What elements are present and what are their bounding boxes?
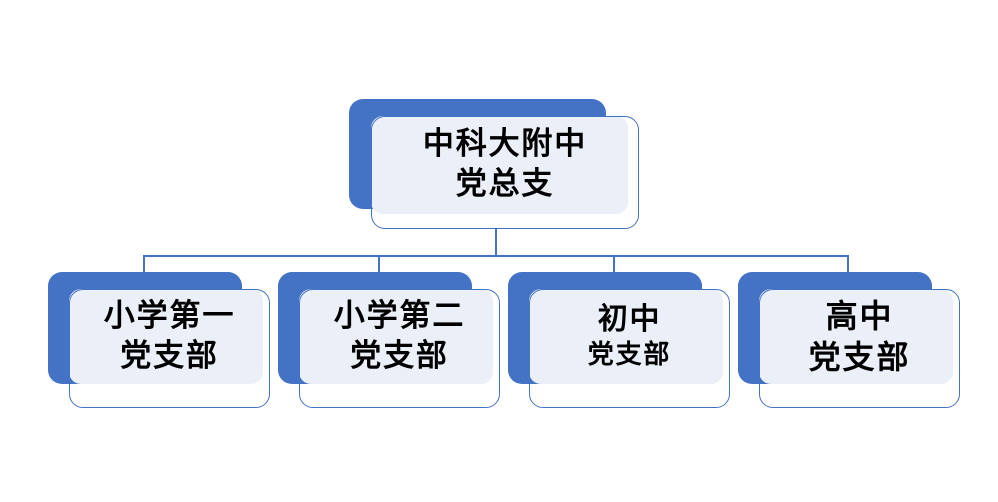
connector-drop-child-4 [847,255,849,273]
org-node-child-1-line2: 党支部 [120,337,219,374]
connector-drop-child-1 [143,255,145,273]
org-node-root[interactable]: 中科大附中 党总支 [349,99,639,229]
org-node-root-line1: 中科大附中 [422,126,588,163]
org-node-child-1-label: 小学第一 党支部 [69,289,270,384]
org-node-child-4-line1: 高中 [825,296,894,335]
org-node-child-4-line2: 党支部 [808,337,911,376]
org-node-child-2[interactable]: 小学第二 党支部 [278,272,500,412]
node-card-layer [69,289,270,408]
node-card-layer [759,289,960,408]
node-card-layer [529,289,730,408]
org-node-child-4-label: 高中 党支部 [759,289,960,384]
node-card-layer [299,289,500,408]
connector-root-stem [495,228,497,256]
org-node-root-label: 中科大附中 党总支 [371,116,639,214]
org-node-child-3-line1: 初中 [597,301,662,337]
org-node-root-line2: 党总支 [455,166,555,202]
org-node-child-3-label: 初中 党支部 [529,289,730,384]
node-panel-layer [371,116,628,214]
node-panel-layer [759,289,953,384]
node-panel-layer [529,289,723,384]
node-panel-layer [69,289,263,384]
connector-drop-child-3 [613,255,615,273]
connector-drop-child-2 [378,255,380,273]
node-panel-layer [299,289,493,384]
org-node-child-2-line1: 小学第二 [333,297,466,334]
org-node-child-4[interactable]: 高中 党支部 [738,272,960,412]
org-node-child-2-line2: 党支部 [350,337,449,374]
org-node-child-2-label: 小学第二 党支部 [299,289,500,384]
org-node-child-3[interactable]: 初中 党支部 [508,272,730,412]
org-node-child-1[interactable]: 小学第一 党支部 [48,272,270,412]
org-node-child-3-line2: 党支部 [587,340,672,371]
org-node-child-1-line1: 小学第一 [103,297,236,334]
node-card-layer [371,116,639,229]
connector-horizontal-bus [143,255,848,257]
